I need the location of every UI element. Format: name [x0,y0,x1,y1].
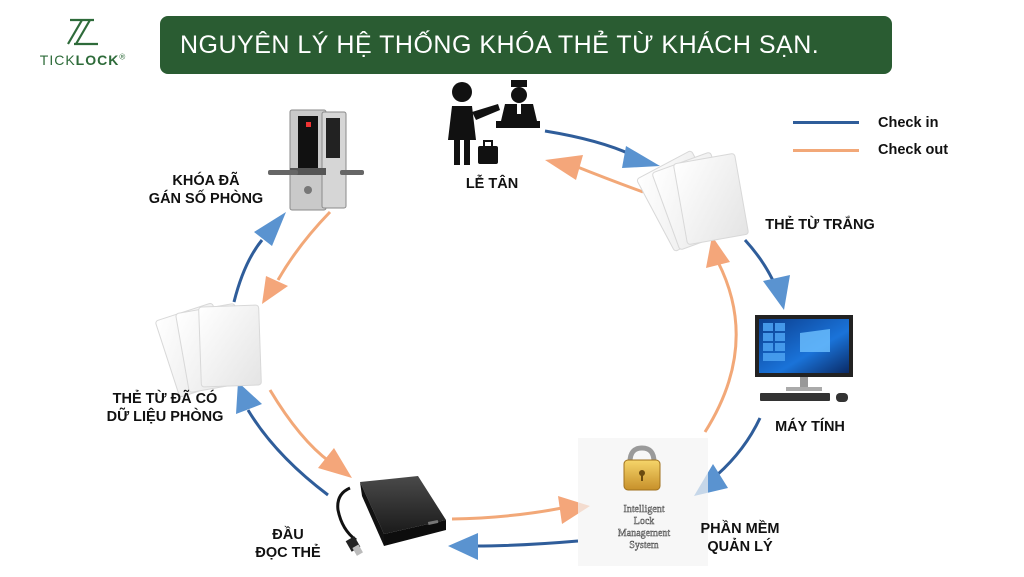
label-blank-card: THẺ TỪ TRẮNG [765,217,875,233]
legend-checkin-line [793,121,859,124]
software-icon [578,438,708,566]
legend-checkout-label: Check out [878,142,949,158]
logo-text: TICKLOCK® [39,52,127,68]
ticklock-logo: TICKLOCK® [28,14,138,74]
arrow-card-to-lock [232,212,286,303]
arrow-reader-to-software [451,496,590,524]
label-card-reader: ĐẦU ĐỌC THẺ [255,527,321,561]
svg-text:Lock: Lock [634,516,655,527]
blank-card-icon [636,150,749,252]
page-title: NGUYÊN LÝ HỆ THỐNG KHÓA THẺ TỪ KHÁCH SẠN… [180,30,820,59]
data-card-icon [155,302,262,398]
label-data-card: THẺ TỪ ĐÃ CÓ DỮ LIỆU PHÒNG [106,391,224,425]
label-computer: MÁY TÍNH [775,419,845,435]
arrow-reception-to-card [544,129,660,168]
label-software: PHẦN MỀM QUẢN LÝ [700,521,780,555]
svg-text:System: System [629,540,659,551]
legend-checkout-line [793,149,859,152]
svg-text:Intelligent: Intelligent [623,504,664,515]
label-reception: LỄ TÂN [465,176,519,192]
door-lock-icon [268,109,364,211]
arrow-card-to-reception [545,155,644,194]
legend-checkin-label: Check in [878,115,939,131]
arrow-software-to-reader [448,533,579,560]
svg-text:Management: Management [618,528,670,539]
arrow-card-to-computer [743,238,790,310]
arrow-software-to-card [703,236,738,433]
software-box-text: Intelligent Lock Management System [618,504,671,551]
arrow-lock-to-card [262,210,332,304]
arrow-card-to-reader [268,389,352,478]
logo-mark-icon [67,18,98,46]
reception-icon [448,80,540,165]
computer-icon [755,315,853,402]
title-banner: NGUYÊN LÝ HỆ THỐNG KHÓA THẺ TỪ KHÁCH SẠN… [160,16,892,74]
card-reader-icon [336,476,446,556]
label-door-lock: KHÓA ĐÃ GÁN SỐ PHÒNG [148,173,264,207]
arrow-reader-to-card [236,382,329,497]
